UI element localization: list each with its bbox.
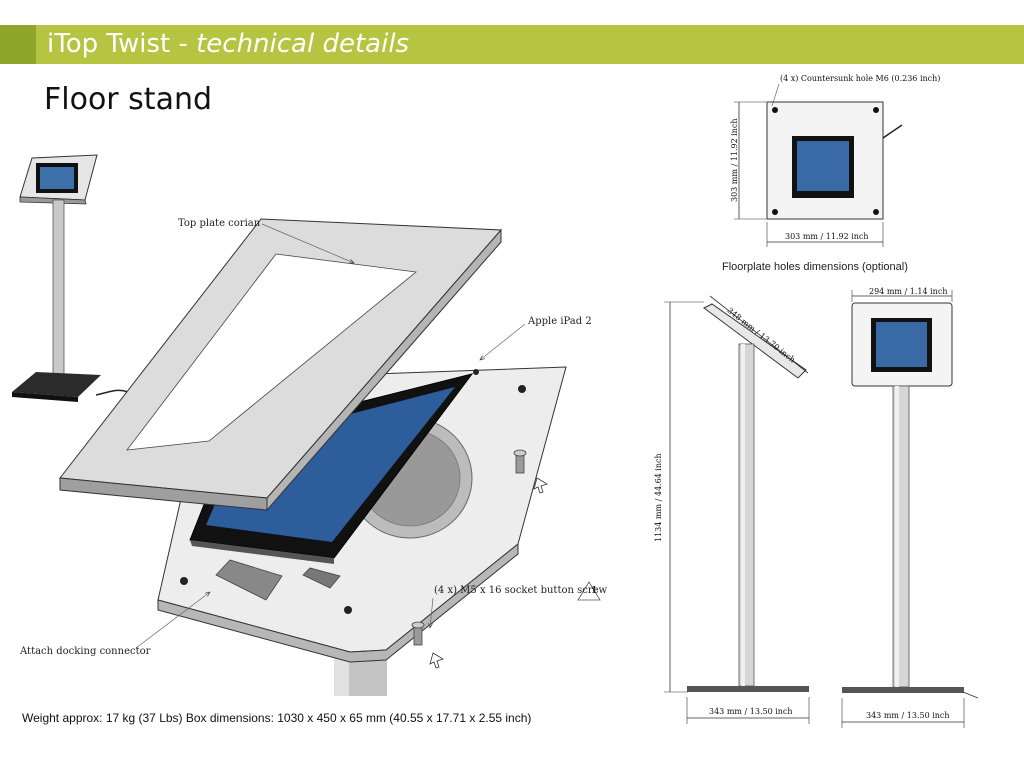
header-accent-block (0, 25, 36, 64)
footer-weight: Weight approx: 17 kg (37 Lbs) Box dimens… (22, 711, 278, 725)
cursor-arrow-icon (533, 477, 548, 494)
floorplate-drawing (734, 83, 903, 247)
callout-screw-number: 1 (591, 586, 598, 596)
title-main: iTop Twist - (47, 29, 197, 59)
floorplate-caption: Floorplate holes dimensions (optional) (722, 261, 908, 273)
header-bar (0, 25, 1024, 64)
dim-total-height: 1134 mm / 44.64 inch (654, 453, 663, 542)
dim-head-width: 294 mm / 1.14 inch (869, 287, 948, 296)
page-title: iTop Twist - technical details (47, 29, 409, 59)
callout-docking-connector: Attach docking connector (20, 646, 151, 657)
title-italic: technical details (196, 29, 410, 59)
callout-apple-ipad: Apple iPad 2 (528, 316, 592, 327)
footer-box-dimensions: 1030 x 450 x 65 mm (40.55 x 17.71 x 2.55… (277, 711, 532, 725)
cursor-arrow-icon (429, 652, 444, 669)
weight-footer: Weight approx: 17 kg (37 Lbs) Box dimens… (22, 711, 531, 725)
section-subtitle: Floor stand (44, 82, 213, 117)
dim-base-front: 343 mm / 13.50 inch (866, 711, 950, 720)
callout-top-plate: Top plate corian (178, 218, 261, 229)
dim-plate-height: 303 mm / 11.92 inch (730, 118, 739, 202)
callout-socket-screw: (4 x) M5 x 16 socket button screw (434, 585, 608, 596)
socket-screw-right (513, 449, 527, 474)
note-triangle (577, 581, 601, 601)
callout-countersunk-hole: (4 x) Countersunk hole M6 (0.236 inch) (780, 74, 941, 83)
dim-plate-width: 303 mm / 11.92 inch (785, 232, 869, 241)
side-view-drawing (664, 295, 810, 724)
front-view-drawing (841, 290, 979, 728)
dim-base-side: 343 mm / 13.50 inch (709, 707, 793, 716)
exploded-view (59, 218, 601, 696)
socket-screw-left (411, 621, 425, 646)
floor-stand-thumbnail (12, 154, 141, 407)
